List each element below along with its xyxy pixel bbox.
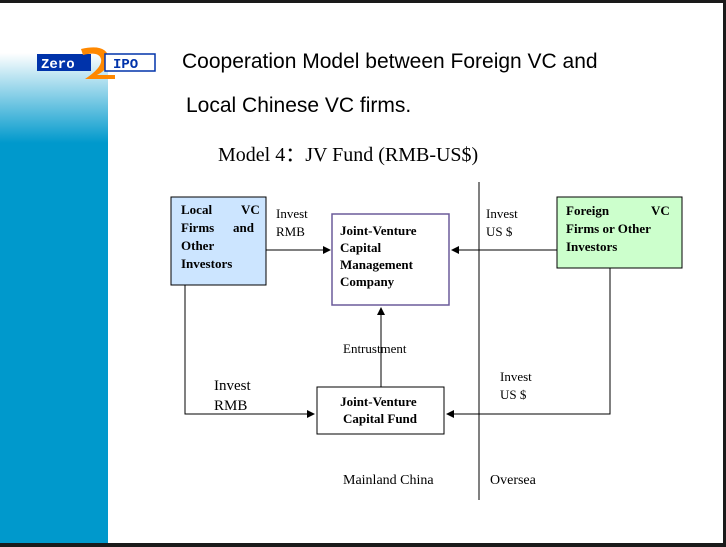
- logo-zero-bg: [37, 54, 91, 71]
- invest-us-top-label: Invest US $: [486, 206, 521, 239]
- jv-fund-diagram: Local VC Firms and Other Investors Forei…: [170, 182, 683, 500]
- invest-us-bottom-arrow: [446, 268, 611, 418]
- frame-right-border: [723, 0, 726, 547]
- foreign-vc-node: [556, 196, 683, 269]
- slide-title: Cooperation Model between Foreign VC and…: [182, 42, 598, 126]
- local-vc-node: [170, 196, 267, 286]
- title-line-2: Local Chinese VC firms.: [186, 94, 412, 117]
- jv-fund-label: Joint-Venture Capital Fund: [340, 394, 420, 426]
- entrustment-label: Entrustment: [343, 341, 407, 356]
- frame-bottom-border: [0, 543, 726, 547]
- invest-rmb-top-label: Invest RMB: [276, 206, 311, 239]
- foreign-vc-label: Foreign VC Firms or Other Investors: [566, 203, 673, 254]
- logo-ipo-text: IPO: [113, 57, 138, 73]
- invest-rmb-bottom-arrow: [184, 285, 315, 418]
- jv-fund-node: [316, 386, 445, 435]
- model-subtitle: Model 4：JV Fund (RMB-US$): [218, 144, 479, 166]
- oversea-label: Oversea: [490, 473, 537, 488]
- invest-us-bottom-label: Invest US $: [500, 369, 535, 402]
- invest-rmb-bottom-label: Invest RMB: [214, 378, 254, 414]
- title-line-1: Cooperation Model between Foreign VC and: [182, 50, 598, 73]
- logo-ipo-bg: [104, 53, 156, 72]
- sidebar-top: [0, 3, 108, 53]
- management-company-label: Joint-Venture Capital Management Company: [340, 223, 420, 289]
- local-vc-label: Local VC Firms and Other Investors: [181, 202, 263, 271]
- frame-top-border: [0, 0, 726, 3]
- mainland-china-label: Mainland China: [343, 473, 434, 488]
- zero2ipo-logo: Zero IPO: [37, 47, 156, 79]
- logo-zero-text: Zero: [41, 57, 75, 73]
- management-company-node: [331, 213, 450, 306]
